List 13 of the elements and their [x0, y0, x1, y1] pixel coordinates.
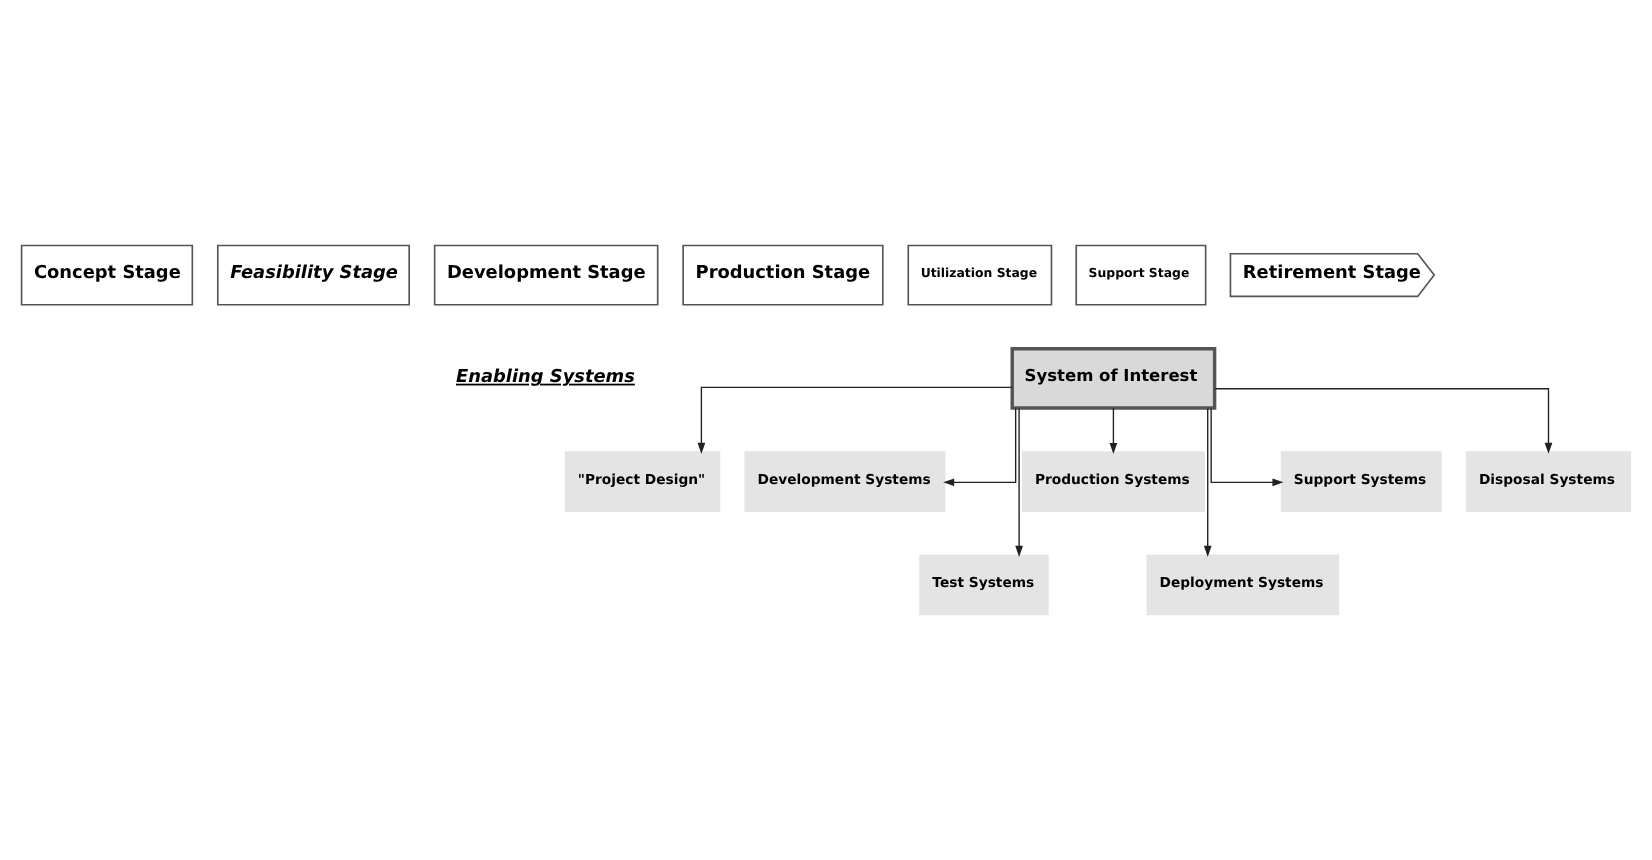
- arrow: [1210, 407, 1284, 487]
- arrow: [1214, 388, 1553, 454]
- node-box: Development Stage: [433, 244, 659, 306]
- label: Enabling Systems: [455, 367, 635, 388]
- node-box: Production Stage: [682, 244, 884, 306]
- arrow: [1015, 407, 1023, 557]
- node-box: System of Interest: [1010, 347, 1217, 410]
- arrow: [1203, 407, 1212, 557]
- node-box: Feasibility Stage: [216, 244, 410, 306]
- arrow: [943, 407, 1017, 487]
- arrow: [1109, 407, 1118, 454]
- node-box: Concept Stage: [20, 244, 194, 306]
- arrow: [697, 386, 1013, 454]
